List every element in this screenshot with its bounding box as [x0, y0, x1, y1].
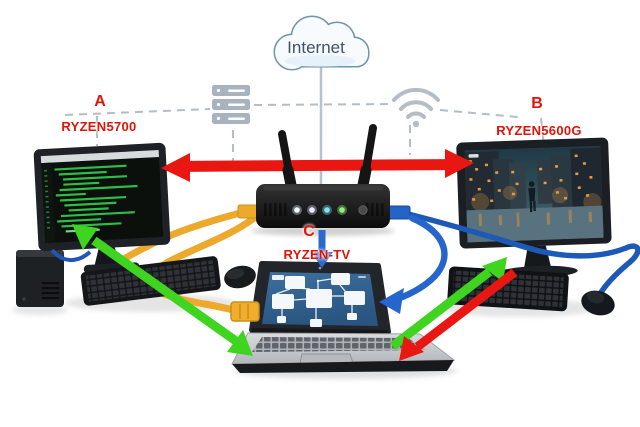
flowchart [272, 273, 366, 327]
node-b-name: RYZEN5600G [496, 123, 582, 138]
node-a-letter: A [94, 93, 106, 110]
arrow-router-c-blue [311, 230, 333, 268]
person-silhouette [528, 181, 536, 213]
mouse-b [581, 290, 615, 316]
dashed-lan-lines [64, 103, 545, 163]
cable-blue-a [50, 248, 92, 262]
monitor-b [456, 137, 612, 279]
desktop-b [405, 137, 640, 316]
monitor-a [33, 142, 171, 274]
game-scene [464, 147, 604, 243]
arrow-c-b-green [389, 257, 507, 350]
ethernet-plug-yellow [202, 300, 260, 322]
internet-label: Internet [287, 38, 345, 57]
ethernet-cable-blue-b [405, 211, 640, 297]
internet-cloud-icon [273, 15, 370, 71]
arrow-b-c-red [399, 268, 518, 361]
mouse-a [224, 265, 256, 289]
node-b-letter: B [531, 95, 543, 112]
laptop-trackpad [299, 353, 354, 364]
node-c-letter: C [303, 223, 315, 240]
node-a-name: RYZEN5700 [61, 119, 137, 134]
router [237, 124, 411, 236]
mini-pc-a [16, 250, 64, 307]
arrow-a-b-red [161, 149, 474, 182]
laptop-underside [232, 360, 454, 373]
arrow-a-c-green [72, 224, 253, 356]
wifi-icon [392, 87, 440, 128]
laptop-c [231, 261, 456, 373]
server-stack-icon [212, 85, 250, 124]
router-leds [292, 205, 368, 215]
arrow-b-c-blue [379, 214, 448, 314]
node-c-name: RYZEN-TV [283, 247, 351, 262]
